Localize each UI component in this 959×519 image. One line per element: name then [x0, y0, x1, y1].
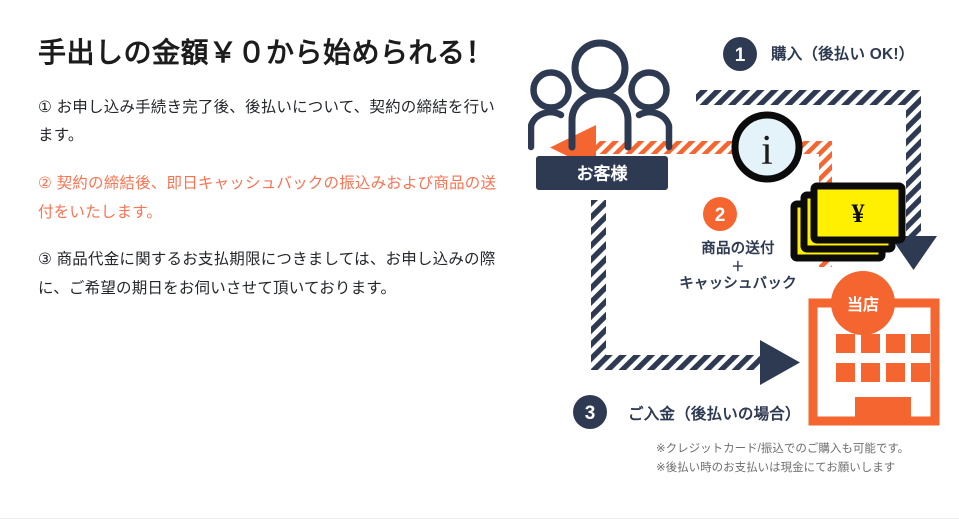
- text-column: 手出しの金額￥０から始められる！ ① お申し込み手続き完了後、後払いについて、契…: [38, 34, 498, 304]
- svg-text:お客様: お客様: [577, 164, 629, 184]
- svg-text:2: 2: [715, 205, 726, 226]
- footnotes: ※クレジットカード/振込でのご購入も可能です。 ※後払い時のお支払いは現金にてお…: [656, 440, 909, 478]
- step-paragraph-2: ② 契約の締結後、即日キャッシュバックの振込みおよび商品の送付をいたします。: [38, 175, 497, 221]
- step-1-label: 購入（後払い OK!）: [771, 46, 915, 63]
- step-2-label: 商品の送付 ＋ キャッシュバック: [648, 240, 828, 294]
- step-badge-1: 1: [723, 37, 757, 71]
- money-yen-glyph: ¥: [852, 199, 865, 228]
- svg-text:i: i: [761, 128, 773, 174]
- step-paragraph-3: ③ 商品代金に関するお支払期限につきましては、お申し込みの際に、ご希望の期日をお…: [38, 251, 496, 298]
- step-badge-3: 3: [573, 395, 607, 429]
- info-icon: i: [731, 111, 803, 183]
- step-badge-2: 2: [703, 197, 737, 231]
- store-icon: 当店: [808, 271, 940, 426]
- money-icon: [790, 182, 906, 262]
- page-title: 手出しの金額￥０から始められる！: [38, 37, 495, 68]
- customer-badge: お客様: [536, 156, 668, 190]
- step-2-plus: ＋: [731, 258, 745, 274]
- step-paragraph-1: ① お申し込み手続き完了後、後払いについて、契約の締結を行います。: [38, 98, 495, 145]
- footnote-2: ※後払い時のお支払いは現金にてお願いします: [656, 461, 896, 474]
- svg-text:3: 3: [585, 403, 596, 424]
- customers-icon: [528, 39, 673, 151]
- flow-diagram-graphic: お客様 i ¥: [528, 37, 940, 429]
- svg-text:1: 1: [735, 45, 746, 66]
- arrow-payment-path: [591, 200, 800, 385]
- arrow-purchase-path: [696, 90, 937, 270]
- step-2-line-2: キャッシュバック: [679, 275, 797, 292]
- flow-diagram: お客様 i ¥: [528, 22, 959, 502]
- footnote-1: ※クレジットカード/振込でのご購入も可能です。: [656, 443, 910, 455]
- step-3-label: ご入金（後払いの場合）: [628, 406, 801, 423]
- step-2-line-1: 商品の送付: [701, 241, 775, 257]
- svg-text:当店: 当店: [847, 295, 879, 314]
